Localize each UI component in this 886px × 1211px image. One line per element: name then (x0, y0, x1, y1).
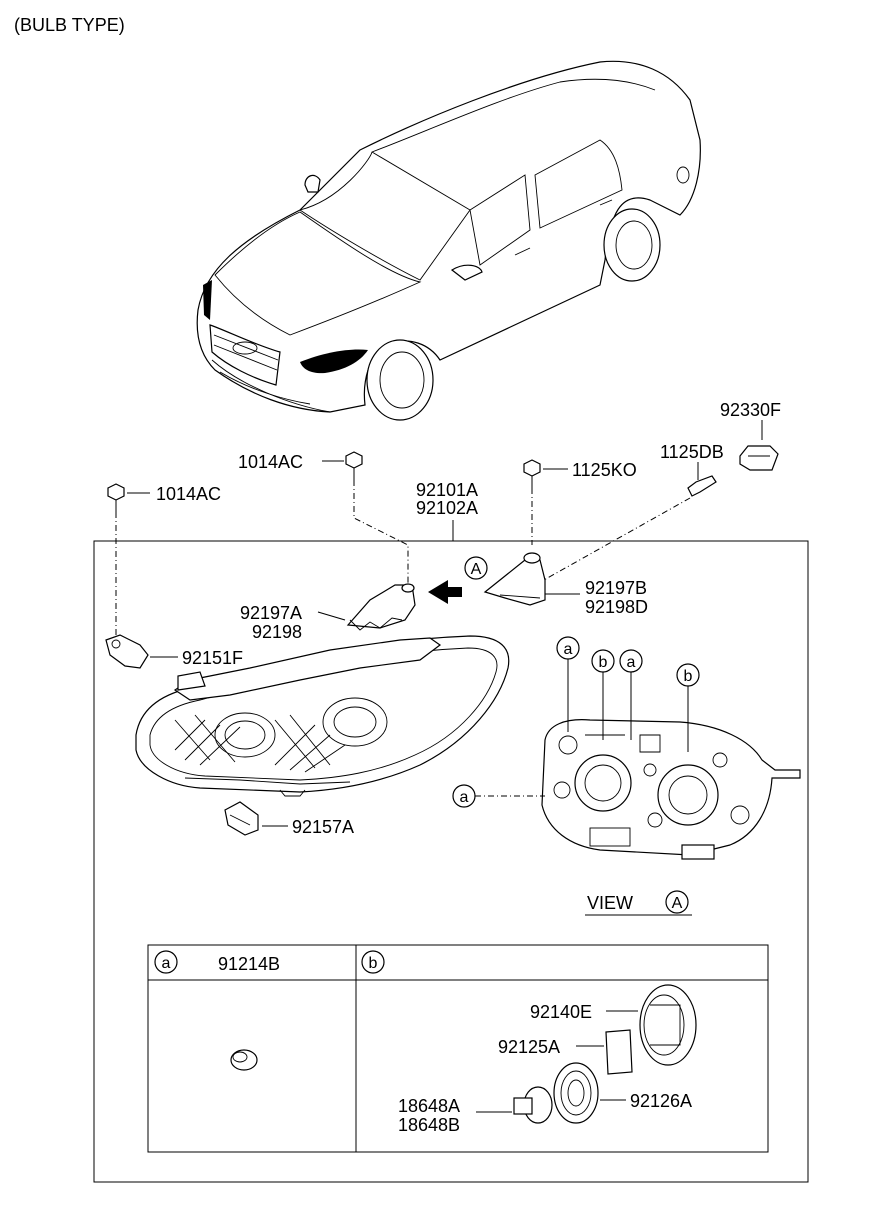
view-a-label: VIEW A (585, 890, 692, 916)
callout-a-3: a (460, 789, 469, 806)
callout-a-1: a (564, 641, 573, 658)
label-92157a: 92157A (292, 817, 354, 837)
label-92197a: 92197A (240, 603, 302, 623)
label-92102a: 92102A (416, 498, 478, 518)
headlamp-assembly (135, 635, 510, 797)
bracket-92197a: 92197A 92198 (240, 583, 416, 642)
bolt-1125db: 1125DB (534, 442, 724, 586)
callout-view-a: A (672, 895, 683, 912)
bulb-18648a: 18648A 18648B (398, 1086, 553, 1135)
label-92197b: 92197B (585, 578, 647, 598)
car-illustration (196, 60, 701, 421)
table-part-91214b: 91214B (218, 954, 280, 974)
grommet-icon (230, 1049, 258, 1071)
view-a-rear-housing (541, 719, 801, 860)
label-1014ac-center: 1014AC (238, 452, 303, 472)
clip-92151f: 92151F (105, 634, 243, 669)
view-a-arrow: A (428, 556, 488, 604)
legend-table: a 91214B b 92140E 92125A (147, 944, 769, 1153)
label-92151f: 92151F (182, 648, 243, 668)
connector-92157a: 92157A (224, 801, 354, 837)
label-92198: 92198 (252, 622, 302, 642)
diagram-title: (BULB TYPE) (14, 15, 125, 35)
label-18648b: 18648B (398, 1115, 460, 1135)
view-a-callouts: a b a b a (452, 636, 700, 808)
label-92140e: 92140E (530, 1002, 592, 1022)
label-1125db: 1125DB (660, 442, 724, 462)
label-92330f: 92330F (720, 400, 781, 420)
label-92101a: 92101A (416, 480, 478, 500)
bolt-1014ac-center: 1014AC (238, 451, 409, 585)
label-1125ko: 1125KO (572, 460, 637, 480)
callout-a-2: a (627, 654, 636, 671)
view-label: VIEW (587, 893, 633, 913)
seal-92125a: 92125A (498, 1029, 633, 1075)
socket-92330f: 92330F (720, 400, 781, 471)
label-92125a: 92125A (498, 1037, 560, 1057)
holder-92126a: 92126A (553, 1062, 692, 1124)
label-1014ac-left: 1014AC (156, 484, 221, 504)
callout-b-1: b (599, 654, 608, 671)
callout-b-2: b (684, 668, 693, 685)
table-callout-b: b (369, 955, 378, 972)
screw-1125ko: 1125KO (523, 459, 637, 545)
table-callout-a: a (162, 955, 171, 972)
callout-view-a-top: A (471, 561, 482, 578)
cap-92140e: 92140E (530, 984, 697, 1066)
label-92126a: 92126A (630, 1091, 692, 1111)
main-frame (93, 540, 809, 1183)
bracket-92197b: 92197B 92198D (483, 552, 648, 617)
label-18648a: 18648A (398, 1096, 460, 1116)
label-92198d: 92198D (585, 597, 648, 617)
bolt-1014ac-left: 1014AC (107, 483, 221, 640)
